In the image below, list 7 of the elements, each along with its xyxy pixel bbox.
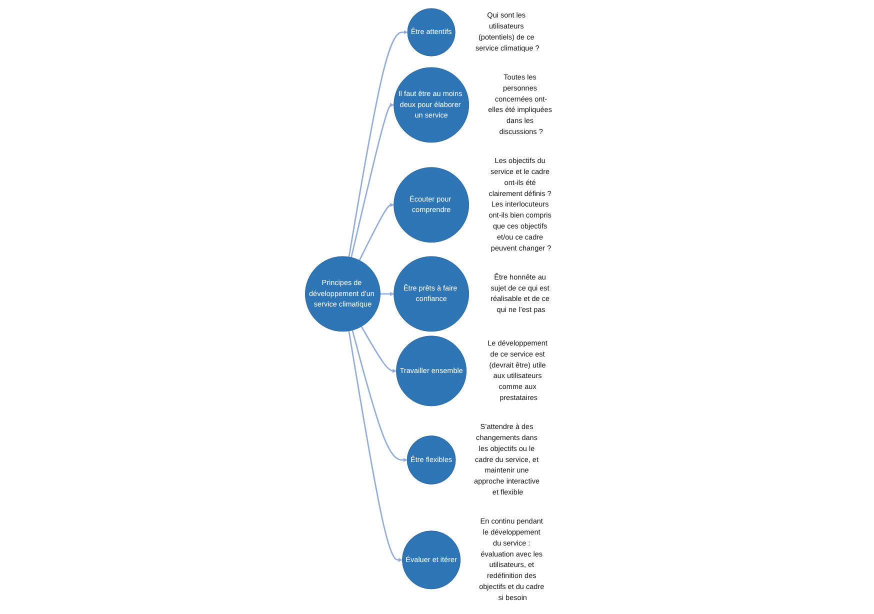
arrow bbox=[358, 202, 394, 261]
arrow bbox=[380, 292, 394, 296]
arrow bbox=[360, 326, 397, 373]
arrow bbox=[348, 30, 408, 258]
arrow bbox=[352, 330, 408, 462]
arrow bbox=[350, 102, 394, 258]
arrow bbox=[348, 330, 402, 562]
